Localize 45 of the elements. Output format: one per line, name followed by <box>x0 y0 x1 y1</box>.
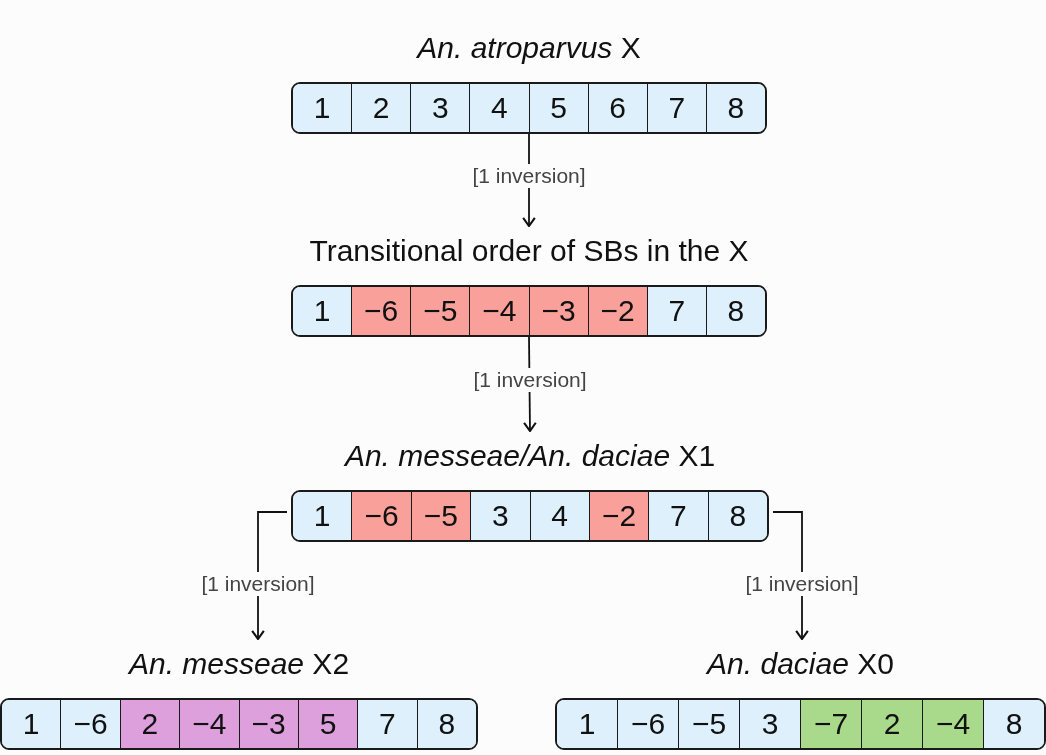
segment-cell: 7 <box>357 700 417 748</box>
segment-cell: 3 <box>739 700 800 748</box>
segment-cell: −5 <box>410 492 471 540</box>
segment-cell: 1 <box>293 492 352 540</box>
segment-cell: −2 <box>587 287 647 335</box>
segment-cell: −6 <box>351 287 411 335</box>
segment-cell: 2 <box>119 700 180 748</box>
segment-cell: −4 <box>922 700 983 748</box>
segment-cell: 6 <box>587 84 647 132</box>
segment-cell: 8 <box>705 84 765 132</box>
segment-cell: 2 <box>351 84 411 132</box>
segment-cell: −7 <box>800 700 861 748</box>
segment-cell: −3 <box>238 700 298 748</box>
chromosome-title: An. messeae X2 <box>126 646 351 682</box>
segment-cell: 4 <box>469 84 529 132</box>
segment-cell: 7 <box>646 287 706 335</box>
segment-cell: 3 <box>470 492 530 540</box>
segment-cell: −4 <box>469 287 529 335</box>
segment-cell: 8 <box>705 287 765 335</box>
segment-cell: 1 <box>2 700 61 748</box>
segment-cell: 8 <box>416 700 476 748</box>
segment-cell: 8 <box>707 492 767 540</box>
segment-cell: −6 <box>351 492 411 540</box>
chromosome-title: An. daciae X0 <box>704 646 895 682</box>
segment-cell: 8 <box>983 700 1044 748</box>
segment-cell: 1 <box>293 287 352 335</box>
segment-cell: 4 <box>529 492 589 540</box>
chromosome-title: An. atroparvus X <box>415 30 642 66</box>
chromosome-title: Transitional order of SBs in the X <box>308 233 750 269</box>
segment-cell: 5 <box>528 84 588 132</box>
segment-cell: −5 <box>678 700 739 748</box>
segment-cell: −4 <box>179 700 239 748</box>
segment-cell: −2 <box>588 492 649 540</box>
segment-cell: 5 <box>297 700 358 748</box>
segment-cell: −5 <box>410 287 470 335</box>
segment-cell: 3 <box>410 84 470 132</box>
segment-cell: −6 <box>60 700 120 748</box>
chromosome-title: An. messeae/An. daciae X1 <box>342 438 717 474</box>
segment-cell: 1 <box>293 84 352 132</box>
segment-cell: 2 <box>861 700 922 748</box>
segment-cell: 7 <box>646 84 706 132</box>
segment-cell: 1 <box>557 700 617 748</box>
segment-cell: −3 <box>528 287 588 335</box>
segment-cell: 7 <box>648 492 708 540</box>
segment-cell: −6 <box>617 700 678 748</box>
